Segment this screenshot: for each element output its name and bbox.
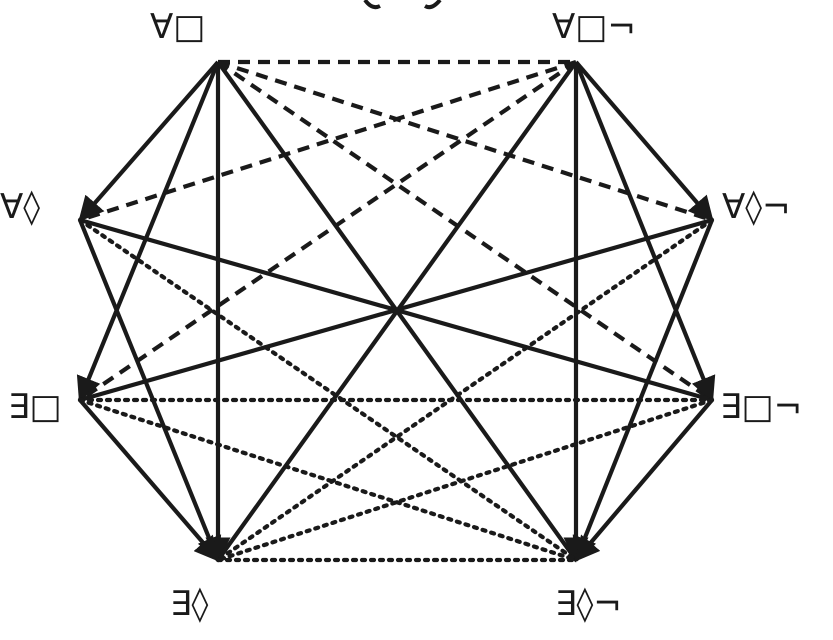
edges-group [76,59,716,563]
edge-A_dia-to-E_dia_neg [77,217,579,563]
node-label-E-box-neg: ∃□¬ [720,387,802,427]
labels-group: ∀□ ∀□¬ ∀◊ ∀◊¬ ∃□ ∃□¬ ∃◊ ∃◊¬ [0,7,802,624]
node-label-A-dia-neg: ∀◊¬ [722,187,791,227]
edge-E_box_neg-to-E_dia [215,397,715,563]
node-label-E-dia-neg: ∃◊¬ [555,584,622,624]
edge-A_dia_neg-to-E_dia_neg [572,219,714,563]
edge-E_box_neg-to-E_dia_neg [574,398,714,562]
edge-A_box_neg-to-A_dia_neg [574,60,714,222]
node-label-A-box: ∀□ [150,7,205,47]
edge-A_dia-to-E_dia [78,219,222,563]
edge-A_box_neg-to-E_box [78,60,578,402]
node-label-A-dia: ∀◊ [0,187,40,227]
edge-A_box-to-A_dia_neg [217,59,713,223]
cropped-top-glyph [363,0,442,10]
edge-A_box-to-E_box [76,61,220,403]
edge-E_box-to-E_dia [78,398,220,562]
edge-A_box-to-A_dia [78,60,220,222]
edge-A_dia_neg-to-E_dia [215,217,715,563]
node-label-A-box-neg: ∀□¬ [552,7,636,47]
edge-A_box_neg-to-A_dia [79,59,577,223]
node-label-E-box: ∃□ [8,387,62,427]
edge-A_dia_neg-to-E_box [79,217,713,403]
node-label-E-dia: ∃◊ [170,584,208,624]
edge-A_box-to-E_box_neg [216,60,714,402]
edge-A_box_neg-to-E_box_neg [574,61,716,403]
edge-E_box-to-E_dia_neg [77,397,579,563]
